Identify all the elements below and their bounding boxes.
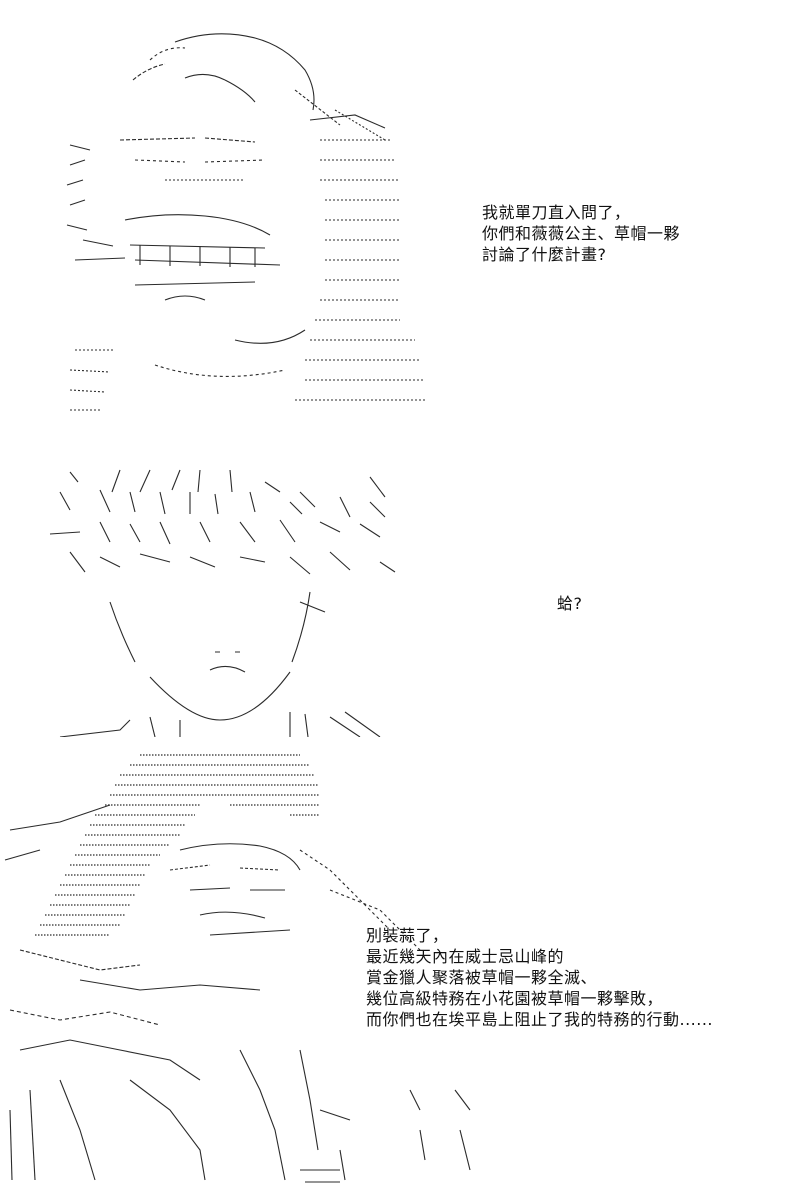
panel-2: 蛤? bbox=[0, 440, 800, 740]
dialogue-line: 幾位高級特務在小花園被草帽一夥擊敗， bbox=[366, 989, 664, 1008]
dialogue-line: 而你們也在埃平島上阻止了我的特務的行動...... bbox=[366, 1010, 714, 1029]
panel-3: 別裝蒜了， 最近幾天內在威士忌山峰的 賞金獵人聚落被草帽一夥全滅、 幾位高級特務… bbox=[0, 740, 800, 1200]
dialogue-line: 蛤? bbox=[557, 594, 583, 613]
dialogue-line: 最近幾天內在威士忌山峰的 bbox=[366, 947, 565, 966]
panel-1: 我就單刀直入問了， 你們和薇薇公主、草帽一夥 討論了什麼計畫? bbox=[0, 0, 800, 440]
ascii-art-figure-with-hat bbox=[0, 750, 560, 1190]
ascii-art-character-grinning bbox=[55, 20, 435, 420]
dialogue-panel-3: 別裝蒜了， 最近幾天內在威士忌山峰的 賞金獵人聚落被草帽一夥全滅、 幾位高級特務… bbox=[366, 925, 713, 1030]
dialogue-panel-2: 蛤? bbox=[557, 593, 583, 614]
dialogue-panel-1: 我就單刀直入問了， 你們和薇薇公主、草帽一夥 討論了什麼計畫? bbox=[482, 202, 680, 265]
dialogue-line: 賞金獵人聚落被草帽一夥全滅、 bbox=[366, 968, 598, 987]
dialogue-line: 別裝蒜了， bbox=[366, 926, 449, 945]
dialogue-line: 我就單刀直入問了， bbox=[482, 203, 631, 222]
ascii-art-boy-surprised bbox=[40, 462, 420, 737]
dialogue-line: 你們和薇薇公主、草帽一夥 bbox=[482, 224, 681, 243]
dialogue-line: 討論了什麼計畫? bbox=[482, 245, 607, 264]
